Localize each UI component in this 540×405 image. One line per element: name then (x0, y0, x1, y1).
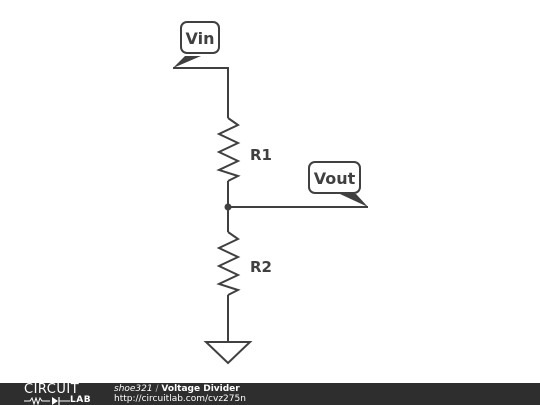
vout-flag: Vout (308, 161, 368, 207)
author-link[interactable]: shoe321 (114, 384, 153, 394)
vin-label: Vin (186, 29, 215, 48)
logo-circuit-icon (24, 396, 70, 405)
vout-label: Vout (314, 169, 356, 188)
ground-symbol (203, 341, 253, 365)
circuit-title[interactable]: Voltage Divider (161, 384, 240, 394)
resistor-r2 (216, 231, 241, 296)
footer-bar: CIRCUIT LAB shoe321 / Voltage Divider ht… (0, 383, 540, 405)
wire-vin-to-r1 (173, 67, 229, 118)
logo-wordmark-top: CIRCUIT (24, 382, 80, 397)
circuit-url[interactable]: http://circuitlab.com/cvz275n (114, 394, 246, 404)
circuitlab-logo[interactable]: CIRCUIT LAB (24, 383, 104, 405)
vin-flag: Vin (173, 21, 220, 68)
circuit-schematic: Vin Vout R1 R2 (173, 21, 368, 365)
logo-wordmark-bottom: LAB (70, 395, 92, 405)
r2-label: R2 (250, 258, 272, 276)
resistor-r1 (216, 117, 241, 182)
r1-label: R1 (250, 146, 272, 164)
circuit-info: shoe321 / Voltage Divider http://circuit… (114, 384, 246, 404)
junction-node (224, 203, 232, 211)
separator: / (155, 384, 159, 394)
